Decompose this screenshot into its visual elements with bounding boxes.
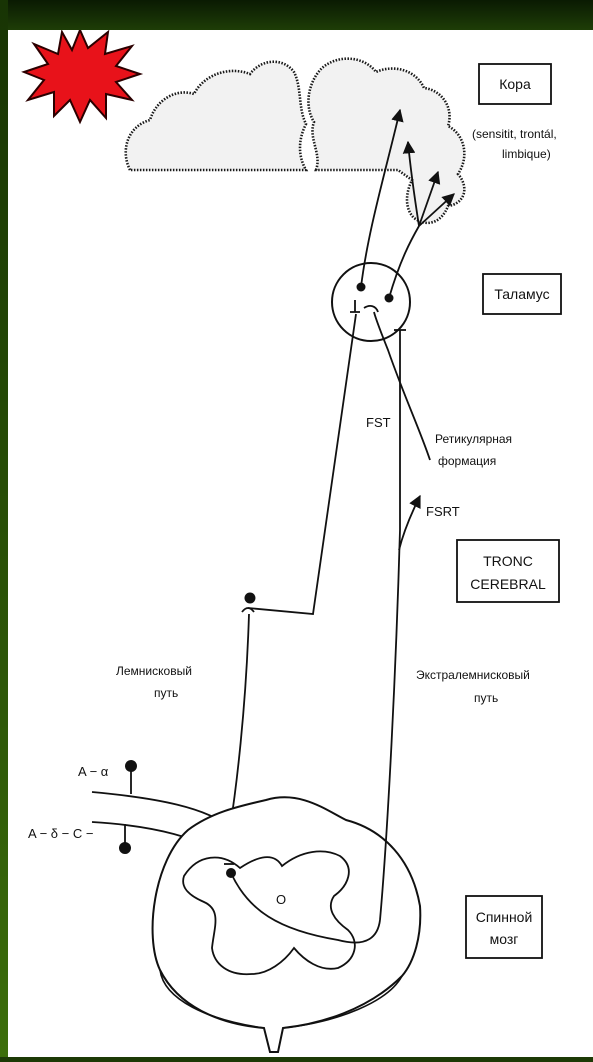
brainstem-label-2: CEREBRAL	[470, 576, 546, 592]
extralemniscal-label-1: Экстралемнисковый	[416, 668, 530, 682]
red-starburst-icon	[24, 30, 140, 122]
diagram-canvas: Кора (sensitit, trontál, limbique) Тала…	[8, 30, 593, 1057]
thalamus-label: Таламус	[494, 286, 549, 302]
spinal-cord-label-1: Спинной	[476, 909, 533, 925]
spinal-cord-box	[466, 896, 542, 958]
a-delta-c-label: A − δ − C −	[28, 826, 93, 841]
spinal-cord-outline	[153, 797, 421, 1052]
spinal-cord	[153, 797, 421, 1052]
left-hemisphere	[126, 62, 306, 170]
reticular-label-2: формация	[438, 454, 496, 468]
spinal-cord-label-2: мозг	[490, 931, 519, 947]
left-bar	[0, 0, 8, 1057]
relay-neuron	[245, 593, 256, 604]
brainstem-box	[457, 540, 559, 602]
fst-label: FST	[366, 415, 391, 430]
a-delta-c-ganglion	[119, 842, 131, 854]
extralemniscal-label-2: путь	[474, 691, 498, 705]
lemniscal-label-2: путь	[154, 686, 178, 700]
cortex-sub-label-1: (sensitit, trontál,	[472, 127, 557, 141]
a-alpha-ganglion	[125, 760, 137, 772]
cortex-sub-label-2: limbique)	[502, 147, 551, 161]
fsrt-branch	[399, 496, 420, 550]
cortex-label: Кора	[499, 76, 531, 92]
lemniscal-label-1: Лемнисковый	[116, 664, 192, 678]
fsrt-label: FSRT	[426, 504, 460, 519]
pain-pathways-diagram: Кора (sensitit, trontál, limbique) Тала…	[8, 30, 593, 1057]
reticular-label-1: Ретикулярная	[435, 432, 512, 446]
top-bar	[0, 0, 593, 30]
fst-pathway	[248, 314, 356, 614]
right-hemisphere	[308, 59, 464, 223]
cortex-hemispheres	[126, 59, 465, 223]
reticular-fiber	[374, 312, 430, 460]
brainstem-label-1: TRONC	[483, 553, 533, 569]
grey-matter-mark: O	[276, 892, 286, 907]
lemniscal-fiber	[92, 614, 249, 828]
a-alpha-label: A − α	[78, 764, 109, 779]
